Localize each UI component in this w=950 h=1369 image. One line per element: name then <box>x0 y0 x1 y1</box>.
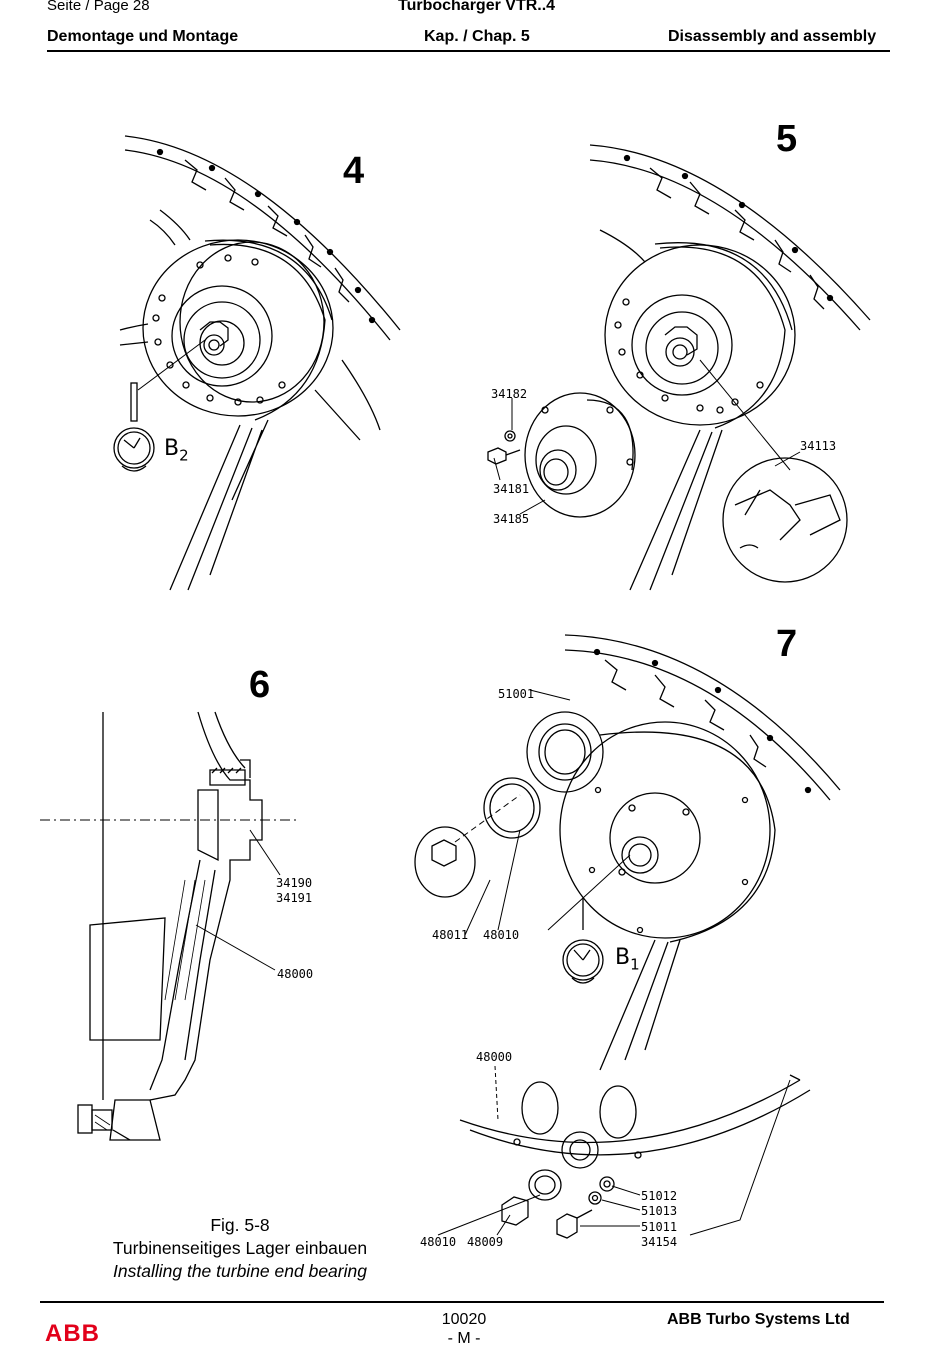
gauge-label-b2: B2 <box>164 436 189 465</box>
part-label-48011: 48011 <box>432 928 468 942</box>
part-label-34182: 34182 <box>491 387 527 401</box>
section-title-english: Disassembly and assembly <box>668 28 877 45</box>
section-title-german: Demontage und Montage <box>47 28 239 45</box>
part-label-48000-fig7: 48000 <box>476 1050 512 1064</box>
doc-number: 10020 <box>441 1311 487 1328</box>
figure-6-drawing <box>40 711 300 1141</box>
part-label-48000-fig6: 48000 <box>277 967 313 981</box>
part-label-51001: 51001 <box>498 687 534 701</box>
header-rule <box>47 50 890 52</box>
figure-number-4: 4 <box>343 150 365 192</box>
footer-doc-code: 10020 - M - <box>404 1310 524 1348</box>
part-label-34154: 34154 <box>641 1235 677 1249</box>
abb-logo: ABB <box>45 1320 100 1347</box>
revision-label: - M - <box>447 1330 481 1347</box>
part-label-48010-top: 48010 <box>483 928 519 942</box>
part-label-34190: 34190 <box>276 876 312 890</box>
footer-rule <box>40 1301 884 1303</box>
part-label-48009: 48009 <box>467 1235 503 1249</box>
part-label-34185: 34185 <box>493 512 529 526</box>
gauge-label-b1: B1 <box>615 945 640 974</box>
caption-english: Installing the turbine end bearing <box>113 1261 367 1281</box>
part-label-34181: 34181 <box>493 482 529 496</box>
figure-number-5: 5 <box>776 118 798 160</box>
figure-caption: Fig. 5-8 Turbinenseitiges Lager einbauen… <box>40 1214 440 1283</box>
chapter-label: Kap. / Chap. 5 <box>424 28 530 45</box>
part-label-51011: 51011 <box>641 1220 677 1234</box>
caption-figure-number: Fig. 5-8 <box>210 1215 270 1235</box>
part-label-51013: 51013 <box>641 1204 677 1218</box>
figure-number-6: 6 <box>249 664 271 706</box>
figure-4-drawing <box>113 135 401 591</box>
figure-5-drawing <box>487 144 871 591</box>
page-number: Seite / Page 28 <box>47 0 150 14</box>
part-label-34113: 34113 <box>800 439 836 453</box>
document-title: Turbocharger VTR..4 <box>398 0 556 14</box>
caption-german: Turbinenseitiges Lager einbauen <box>112 1238 368 1258</box>
part-label-34191: 34191 <box>276 891 312 905</box>
company-name: ABB Turbo Systems Ltd <box>667 1311 850 1328</box>
figure-number-7: 7 <box>776 623 798 665</box>
part-label-51012: 51012 <box>641 1189 677 1203</box>
figure-7-drawing <box>414 634 841 1239</box>
part-label-48010-bottom: 48010 <box>420 1235 456 1249</box>
